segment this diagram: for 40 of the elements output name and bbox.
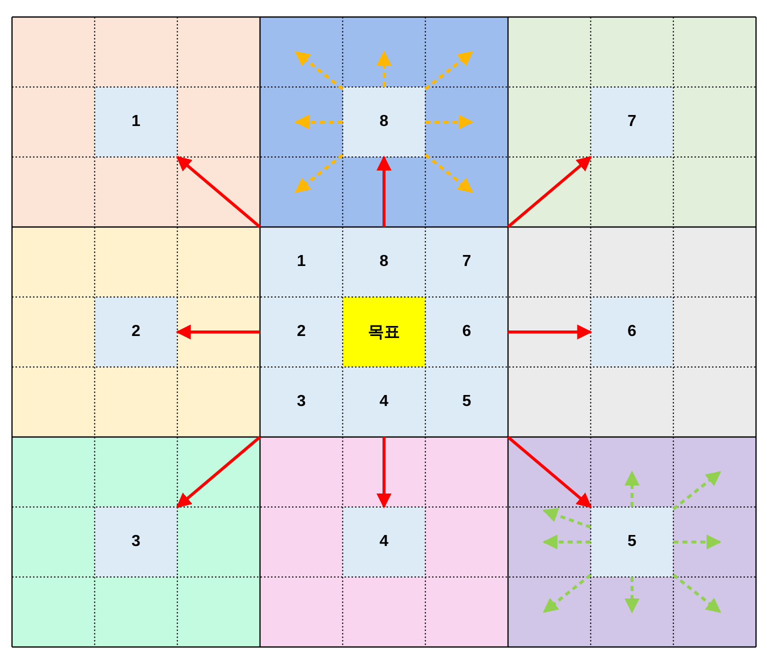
grid-block: [12, 437, 260, 647]
dashed-arrow: [672, 574, 722, 614]
arrow: [507, 436, 592, 508]
arrow: [376, 437, 392, 508]
number-cell: 3: [94, 507, 178, 577]
dashed-arrow: [294, 154, 344, 194]
dashed-arrow: [425, 114, 474, 130]
grid-block: [260, 17, 508, 227]
number-cell: 6: [590, 297, 674, 367]
grid-block: [508, 437, 756, 647]
dashed-arrow: [294, 50, 344, 90]
arrow: [176, 436, 261, 508]
arrow: [507, 156, 592, 228]
arrow: [176, 156, 261, 228]
dashed-arrow: [542, 574, 592, 614]
dashed-arrow: [624, 470, 640, 507]
number-cell: 7: [590, 87, 674, 157]
dashed-arrow: [424, 50, 474, 90]
dashed-arrow: [672, 470, 722, 510]
goal-cell: 목표: [342, 297, 426, 367]
dashed-arrow: [376, 50, 392, 87]
number-cell: 4: [342, 507, 426, 577]
number-cell: 1: [94, 87, 178, 157]
number-cell: 8: [342, 87, 426, 157]
number-cell: 5: [590, 507, 674, 577]
arrow: [176, 324, 260, 340]
dashed-arrow: [673, 534, 722, 550]
arrow: [508, 324, 592, 340]
dashed-arrow: [294, 114, 343, 130]
grid-block: [260, 437, 508, 647]
arrow: [376, 156, 392, 227]
grid-block: [12, 17, 260, 227]
dashed-arrow: [542, 508, 592, 529]
dashed-arrow: [624, 577, 640, 614]
grid-block: [508, 227, 756, 437]
grid-block: [508, 17, 756, 227]
dashed-arrow: [424, 154, 474, 194]
grid-block: [12, 227, 260, 437]
dashed-arrow: [542, 534, 591, 550]
number-cell: 2: [94, 297, 178, 367]
